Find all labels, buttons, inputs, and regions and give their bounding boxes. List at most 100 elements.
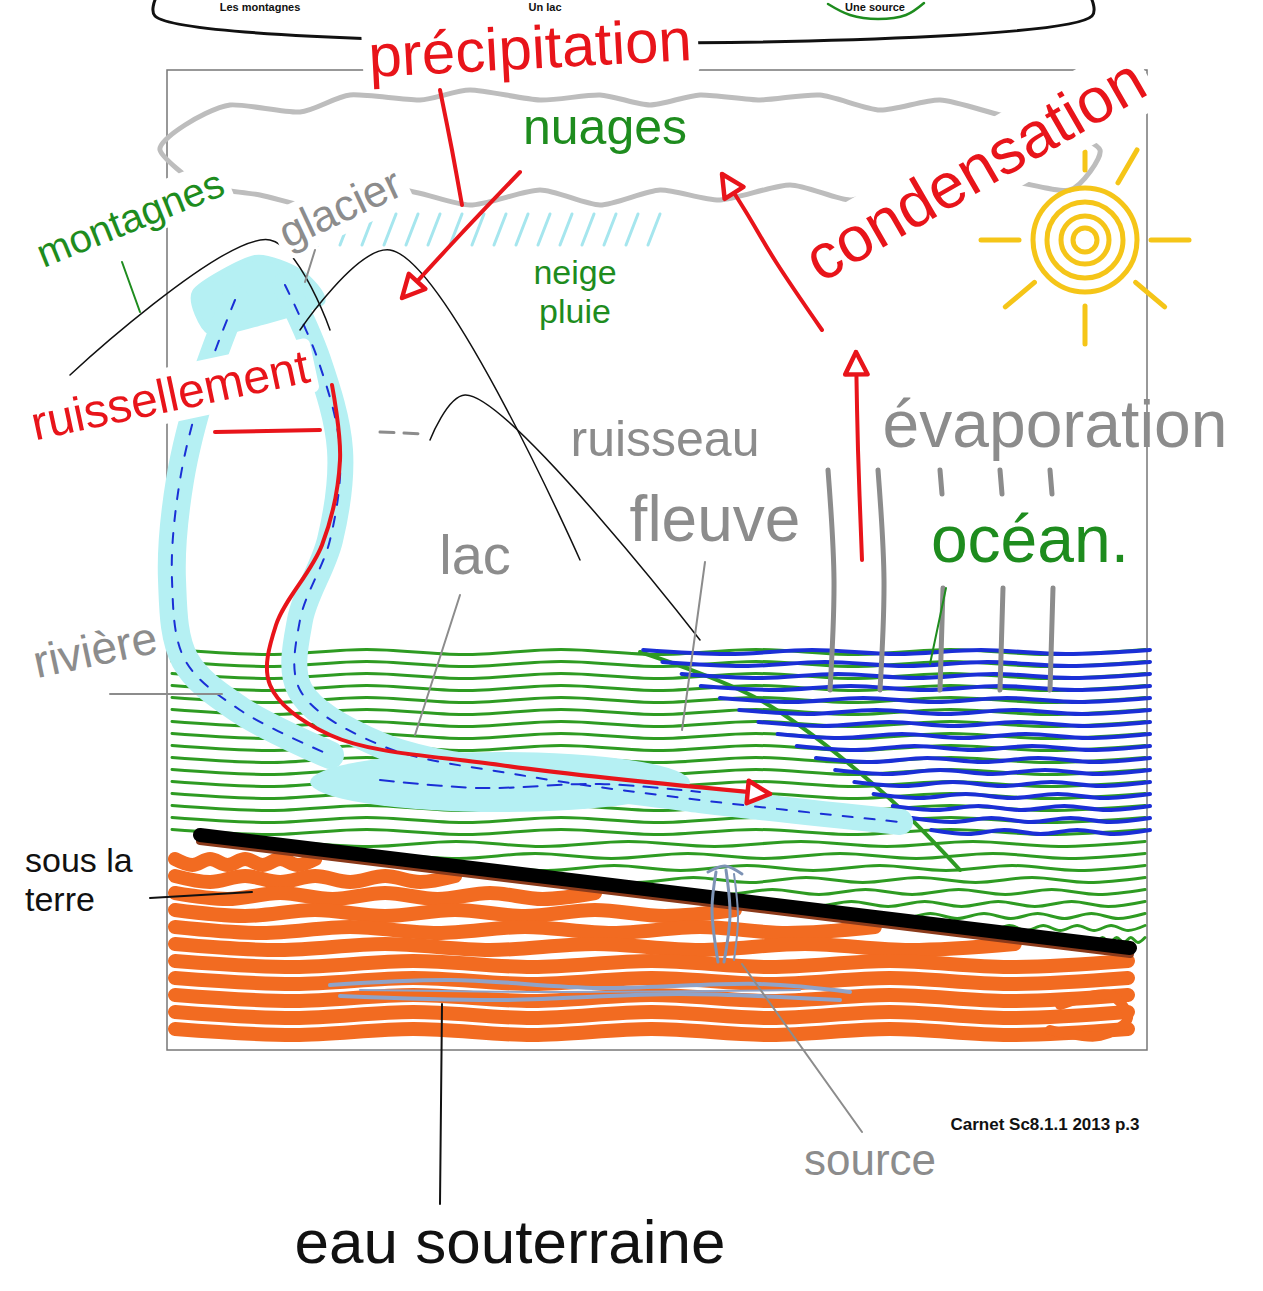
sun-ray bbox=[1151, 238, 1189, 243]
ocean-scribble bbox=[893, 806, 1150, 810]
process-label: précipitation bbox=[361, 5, 700, 91]
leader-line bbox=[742, 964, 862, 1132]
grass-scribble bbox=[580, 878, 1145, 883]
leader-line bbox=[682, 562, 705, 730]
part-label: eau souterraine bbox=[295, 1206, 726, 1277]
sun-ring bbox=[1073, 228, 1097, 252]
part-label: nuages bbox=[523, 99, 687, 157]
sun-ray bbox=[1005, 282, 1034, 306]
process-label: condensation bbox=[787, 40, 1164, 300]
vapour-stroke bbox=[828, 470, 834, 690]
grass-scribble bbox=[679, 890, 1145, 895]
soil-loop bbox=[1050, 994, 1128, 1036]
spring-stream bbox=[734, 874, 738, 960]
sun-ray bbox=[1083, 306, 1088, 344]
ocean-scribble bbox=[874, 794, 1150, 798]
ocean-scribble bbox=[854, 782, 1150, 786]
leader-line bbox=[415, 595, 460, 735]
spring-top bbox=[708, 866, 742, 874]
process-label: ruissellement bbox=[20, 337, 320, 452]
part-label: glacier bbox=[265, 155, 415, 261]
spring-stream bbox=[712, 872, 718, 962]
ocean-scribble bbox=[797, 746, 1150, 750]
vapour-stroke bbox=[940, 470, 942, 494]
soil-scribble bbox=[175, 978, 1128, 984]
spring-stream bbox=[724, 870, 730, 962]
stream-shape bbox=[285, 285, 900, 822]
rain-stroke bbox=[604, 214, 616, 245]
part-label: montagnes bbox=[24, 157, 236, 278]
caption-text: Carnet Sc8.1.1 2013 p.3 bbox=[950, 1115, 1139, 1135]
part-label: ruisseau bbox=[571, 411, 760, 469]
part-label: océan. bbox=[931, 502, 1129, 578]
sun-ray bbox=[1118, 150, 1137, 183]
vapour-stroke bbox=[1000, 588, 1003, 690]
soil-scribble bbox=[175, 893, 595, 899]
spring-figure bbox=[708, 866, 742, 962]
table-heading: Une source bbox=[845, 1, 905, 14]
vapour-stroke bbox=[1000, 470, 1002, 494]
leader-line bbox=[305, 250, 315, 282]
cycle-arrows bbox=[267, 172, 862, 794]
grass-scribble bbox=[482, 866, 1145, 871]
rain-stroke bbox=[560, 214, 572, 245]
soil-scribble bbox=[175, 876, 455, 882]
stream-dash bbox=[285, 285, 900, 822]
ocean-scribble bbox=[643, 650, 1150, 654]
vapour-stroke bbox=[1050, 588, 1053, 690]
sun-ray bbox=[1083, 152, 1088, 170]
soil-scribble bbox=[175, 910, 735, 916]
ocean-scribble bbox=[912, 818, 1150, 822]
mountain-outline bbox=[300, 250, 580, 560]
rain-stroke bbox=[538, 214, 550, 245]
soil-scribble bbox=[175, 1029, 1128, 1035]
ocean-scribble bbox=[778, 734, 1150, 738]
soil-scribble bbox=[175, 1012, 1128, 1018]
ocean-scribble bbox=[662, 662, 1150, 666]
leader-line bbox=[440, 1004, 442, 1204]
ocean-scribble bbox=[816, 758, 1150, 762]
part-label: fleuve bbox=[630, 483, 801, 557]
leader-line bbox=[440, 90, 462, 205]
grass-scribble bbox=[284, 842, 1145, 847]
vapour-stroke bbox=[1050, 470, 1052, 494]
soil-scribble bbox=[175, 944, 1015, 950]
process-label: évaporation bbox=[883, 387, 1228, 463]
leader-line bbox=[215, 430, 320, 432]
soil-scribble bbox=[175, 859, 315, 865]
sun-ray bbox=[981, 238, 1019, 243]
leader-line bbox=[380, 432, 425, 434]
rain-stroke bbox=[516, 214, 528, 245]
rain-stroke bbox=[428, 214, 440, 245]
rain-stroke bbox=[406, 214, 418, 245]
rain-stroke bbox=[494, 214, 506, 245]
vapour-stroke bbox=[878, 470, 884, 690]
drawing-frame bbox=[167, 70, 1147, 1050]
part-label: rivière bbox=[28, 611, 162, 689]
leader-line bbox=[110, 693, 222, 695]
sun-ring bbox=[1061, 216, 1109, 264]
grass-scribble bbox=[383, 854, 1145, 859]
ocean-scribble bbox=[720, 698, 1150, 702]
ocean-scribble bbox=[758, 722, 1150, 726]
ocean-scribble bbox=[682, 674, 1150, 678]
sun-ring bbox=[1033, 188, 1137, 292]
groundwater-scribble bbox=[330, 980, 850, 992]
soil-boundary bbox=[200, 835, 1130, 948]
evaporation-arrow bbox=[856, 352, 862, 560]
soil-scribble bbox=[175, 961, 1128, 967]
leader-line bbox=[930, 588, 946, 664]
part-label: lac bbox=[439, 523, 511, 587]
ocean-scribble bbox=[931, 830, 1150, 834]
ocean-scribble bbox=[701, 686, 1150, 690]
leader-line bbox=[122, 262, 140, 312]
runoff-arrow bbox=[267, 385, 770, 794]
ocean-scribble bbox=[739, 710, 1150, 714]
part-label: sous la terre bbox=[25, 841, 145, 919]
leader-line bbox=[150, 892, 252, 898]
rain-stroke bbox=[582, 214, 594, 245]
groundwater-scribble bbox=[360, 990, 800, 992]
rain-stroke bbox=[648, 214, 660, 245]
